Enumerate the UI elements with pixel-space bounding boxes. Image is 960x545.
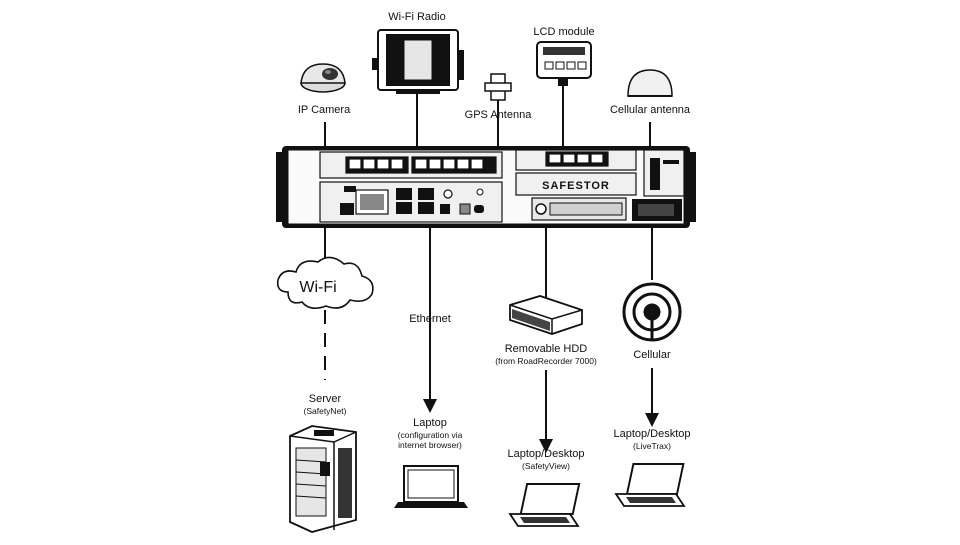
laptop-config-subtitle-2: internet browser) <box>398 440 462 450</box>
server-icon <box>289 425 357 533</box>
laptop-livetrax-label: Laptop/Desktop (LiveTrax) <box>613 428 690 451</box>
removable-hdd-label: Removable HDD (from RoadRecorder 7000) <box>495 343 597 366</box>
server-label: Server (SafetyNet) <box>304 393 347 416</box>
laptop-livetrax-subtitle: (LiveTrax) <box>633 441 671 451</box>
cellular-antenna-icon <box>627 69 673 97</box>
wifi-radio-icon <box>372 29 464 94</box>
wifi-cloud-label: Wi-Fi <box>299 279 336 296</box>
gps-antenna-label: GPS Antenna <box>464 109 532 121</box>
laptop-config-subtitle-1: (configuration via <box>397 430 463 440</box>
lcd-module-icon <box>536 41 592 86</box>
bottom-connectors <box>324 228 659 453</box>
cellular-antenna-label: Cellular antenna <box>609 104 691 116</box>
laptop-config-title: Laptop <box>413 417 447 429</box>
laptop-icon <box>394 465 468 508</box>
ip-camera-label: IP Camera <box>297 104 351 116</box>
removable-hdd-title: Removable HDD <box>504 343 588 355</box>
laptop-safetyview-label: Laptop/Desktop (SafetyView) <box>507 448 584 471</box>
lcd-module-label: LCD module <box>533 26 595 38</box>
laptop-config-label: Laptop (configuration via internet brows… <box>398 417 463 450</box>
cellular-label: Cellular <box>633 349 671 361</box>
recorder-chassis: SAFESTOR <box>276 146 696 228</box>
ethernet-label: Ethernet <box>409 313 451 325</box>
cellular-signal-icon <box>622 282 682 342</box>
io-connectors <box>340 186 484 215</box>
laptop-icon <box>614 463 686 507</box>
ip-camera-icon <box>300 63 346 93</box>
gps-antenna-icon <box>484 73 512 101</box>
wifi-radio-label: Wi-Fi Radio <box>388 11 446 23</box>
ethernet-switch-left <box>345 156 497 174</box>
server-title: Server <box>308 393 342 405</box>
laptop-safetyview-title: Laptop/Desktop <box>507 448 585 460</box>
brand-label: SAFESTOR <box>542 180 610 192</box>
removable-hdd-subtitle: (from RoadRecorder 7000) <box>495 356 597 366</box>
ethernet-switch-right <box>545 151 609 167</box>
top-connectors <box>324 86 651 150</box>
laptop-icon <box>508 483 581 527</box>
laptop-livetrax-title: Laptop/Desktop <box>613 428 691 440</box>
laptop-safetyview-subtitle: (SafetyView) <box>521 461 571 471</box>
server-subtitle: (SafetyNet) <box>303 406 347 416</box>
cloud-icon <box>276 256 374 310</box>
hdd-icon <box>509 295 583 335</box>
